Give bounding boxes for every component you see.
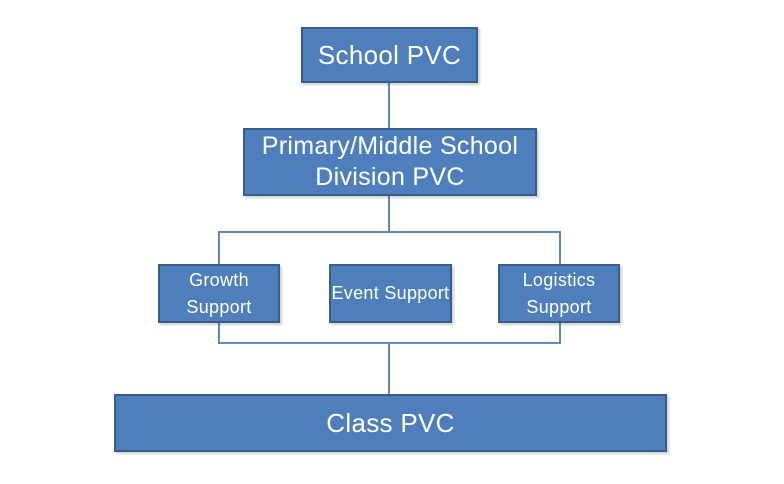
connector-division-stub <box>388 196 390 233</box>
connector-school-to-division <box>388 83 390 128</box>
node-logistics-support: Logistics Support <box>498 264 620 323</box>
node-growth-support: Growth Support <box>158 264 280 323</box>
node-logistics-support-label: Logistics Support <box>522 270 596 317</box>
node-school-pvc-label: School PVC <box>317 39 462 70</box>
node-class-pvc: Class PVC <box>114 394 667 452</box>
node-class-pvc-label: Class PVC <box>326 407 455 438</box>
node-event-support: Event Support <box>329 264 452 323</box>
node-event-support-label: Event Support <box>331 283 450 304</box>
node-growth-support-label: Growth Support <box>186 270 252 317</box>
node-division-pvc: Primary/Middle School Division PVC <box>243 128 537 196</box>
connector-top-horizontal <box>218 231 561 233</box>
node-school-pvc: School PVC <box>301 27 478 83</box>
connector-class-stub <box>388 342 390 394</box>
node-division-pvc-label: Primary/Middle School Division PVC <box>261 131 519 191</box>
